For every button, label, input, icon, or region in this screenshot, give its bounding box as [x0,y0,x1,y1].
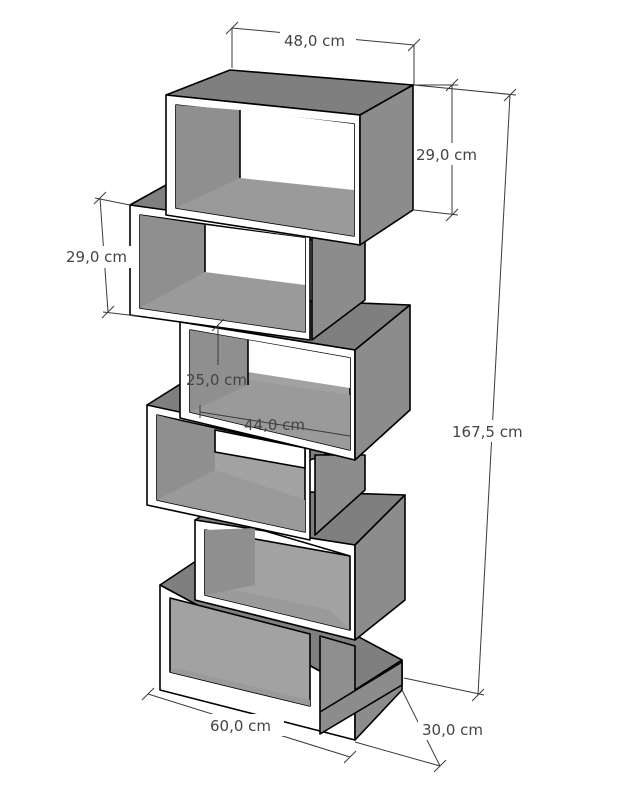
box-top [165,69,414,246]
label-total-height: 167,5 cm [452,423,523,441]
label-top-width: 48,0 cm [284,32,345,50]
dimension-labels: 48,0 cm 29,0 cm 29,0 cm 167,5 cm 25,0 cm… [64,28,532,740]
base-plinth [159,554,403,741]
label-base-width: 60,0 cm [210,717,271,735]
label-depth: 30,0 cm [422,721,483,739]
label-top-box-height: 29,0 cm [416,146,477,164]
shelf-unit [129,69,414,741]
label-second-box-height: 29,0 cm [66,248,127,266]
label-inner-height: 25,0 cm [186,371,247,389]
box-4 [179,297,411,461]
label-inner-width: 44,0 cm [244,416,305,434]
